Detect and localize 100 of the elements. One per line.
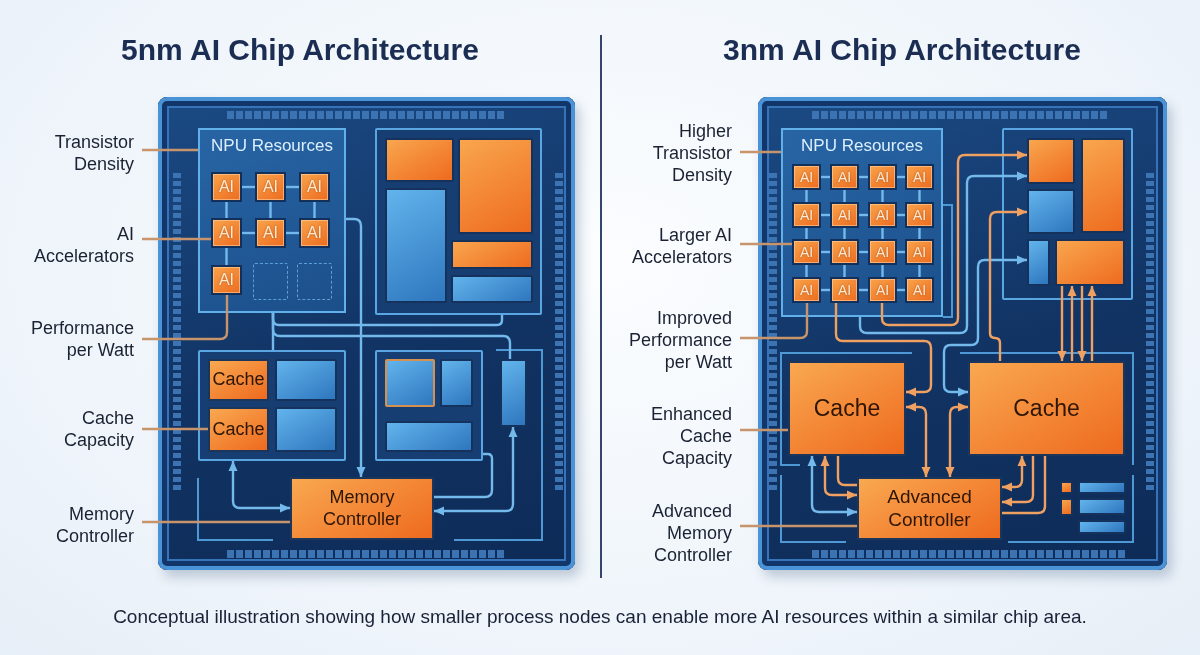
caption: Conceptual illustration showing how smaller process nodes can enable more AI resources within a similar chip area.	[112, 606, 1088, 628]
circuit-block	[1078, 481, 1126, 494]
cache-block: Cache	[208, 359, 269, 401]
circuit-block	[1027, 239, 1050, 286]
arrow	[1087, 286, 1097, 361]
callout-text: Performance per Watt	[29, 317, 142, 361]
leader-line	[142, 295, 229, 341]
chip-heading: 5nm AI Chip Architecture	[121, 33, 479, 67]
leader-line	[740, 524, 857, 528]
circuit-block	[275, 359, 337, 401]
panel-title: NPU Resources	[211, 136, 333, 156]
circuit-panel	[1002, 128, 1133, 300]
ai-core: AI	[830, 239, 859, 265]
connector-line	[805, 190, 808, 202]
circuit-block	[1078, 520, 1126, 534]
double-arrow	[942, 255, 1027, 397]
npu-panel	[198, 128, 346, 313]
circuit-block	[451, 275, 533, 303]
callout-text: Enhanced Cache Capacity	[649, 403, 740, 469]
panel-title: NPU Resources	[801, 136, 923, 156]
ai-core: AI	[299, 218, 330, 248]
ai-core: AI	[792, 202, 821, 228]
connector-line	[1002, 456, 1047, 515]
connector-line	[918, 228, 921, 239]
ai-core: AI	[830, 277, 859, 303]
leader-line	[142, 148, 198, 152]
connector-line	[225, 248, 228, 265]
ai-core: AI	[792, 277, 821, 303]
connector-line	[269, 202, 272, 218]
connector-line	[897, 250, 905, 254]
callout-text: Larger AI Accelerators	[630, 224, 740, 268]
connector-line	[881, 228, 884, 239]
controller-block: Advanced Controller	[857, 477, 1002, 540]
connector-line	[286, 231, 299, 235]
double-arrow	[434, 427, 518, 516]
double-arrow	[807, 456, 857, 517]
ai-core: AI	[868, 202, 897, 228]
arrow	[1067, 286, 1077, 361]
ai-core: AI	[868, 164, 897, 190]
circuit-block	[1060, 498, 1073, 516]
double-arrow	[906, 402, 931, 477]
ai-core: AI	[868, 239, 897, 265]
connector-line	[271, 313, 512, 359]
circuit-panel	[198, 350, 346, 461]
arrow	[834, 303, 933, 397]
ai-core: AI	[792, 164, 821, 190]
callout-text: Higher Transistor Density	[651, 119, 740, 186]
arrow	[1057, 286, 1067, 361]
ai-core: AI	[830, 202, 859, 228]
connector-line	[805, 228, 808, 239]
chip-heading: 3nm AI Chip Architecture	[723, 33, 1081, 67]
connector-line	[897, 213, 905, 217]
ai-core: AI	[792, 239, 821, 265]
connector-line	[271, 313, 504, 327]
connector-line	[918, 190, 921, 202]
ai-core: AI	[255, 172, 286, 202]
circuit-block	[1027, 138, 1075, 184]
callout-text: Transistor Density	[53, 131, 142, 175]
controller-block: Memory Controller	[290, 477, 434, 540]
circuit-block	[1060, 481, 1073, 494]
npu-panel	[781, 128, 943, 317]
circuit-block	[1027, 189, 1075, 234]
callout-text: AI Accelerators	[32, 222, 142, 267]
ai-core: AI	[905, 239, 934, 265]
callout-text: Improved Performance per Watt	[627, 307, 740, 373]
leader-line	[142, 237, 211, 241]
ai-core: AI	[905, 164, 934, 190]
circuit-block	[275, 407, 337, 452]
ai-core: AI	[211, 265, 242, 295]
empty-slot	[253, 263, 288, 300]
leader-line	[740, 242, 792, 246]
connector-line	[859, 288, 868, 292]
connector-line	[434, 452, 494, 499]
cache-block: Cache	[968, 361, 1125, 456]
callout-text: Advanced Memory Controller	[650, 500, 740, 566]
arrow	[988, 207, 1027, 361]
connector-line	[881, 265, 884, 277]
connector-line	[859, 175, 868, 179]
cache-block: Cache	[208, 407, 269, 452]
circuit-block	[385, 188, 447, 303]
connector-line	[821, 288, 830, 292]
connector-line	[897, 175, 905, 179]
leader-line	[142, 427, 208, 431]
connector-line	[918, 265, 921, 277]
circuit-block	[451, 240, 533, 269]
circuit-block	[1078, 498, 1126, 515]
circuit-block	[458, 138, 533, 234]
leader-line	[740, 303, 809, 340]
leader-line	[142, 520, 290, 524]
ai-core: AI	[905, 202, 934, 228]
double-arrow	[820, 456, 857, 500]
ai-core: AI	[299, 172, 330, 202]
connector-line	[843, 265, 846, 277]
circuit-block	[440, 359, 473, 407]
arrow	[1002, 456, 1035, 507]
circuit-panel	[375, 128, 542, 315]
ai-core: AI	[211, 172, 242, 202]
connector-line	[805, 265, 808, 277]
connector-line	[821, 213, 830, 217]
leader-line	[740, 428, 788, 432]
